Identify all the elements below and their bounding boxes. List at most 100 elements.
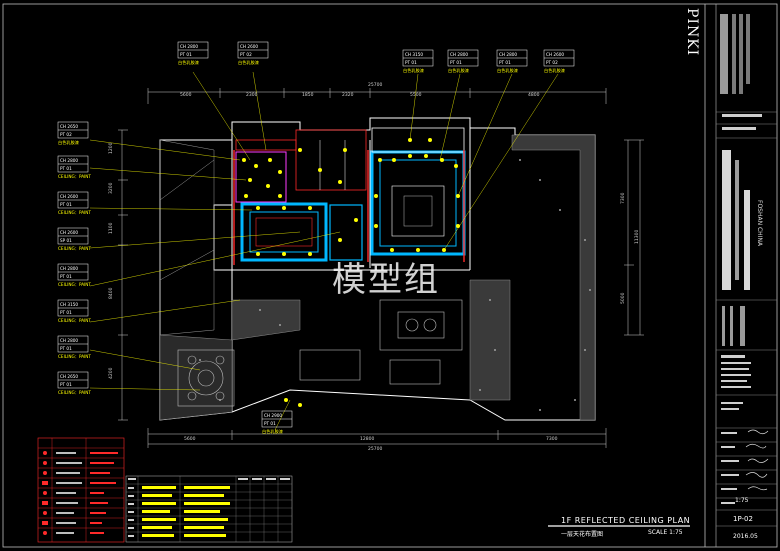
ceiling-tag: CH 2650 PT 02 白色乳胶漆 xyxy=(57,121,89,146)
drawing-subtitle: 一层天花布置图 xyxy=(561,531,604,538)
tag-label: 白色乳胶漆 xyxy=(403,67,424,74)
signature-marks xyxy=(745,429,769,491)
titleblock-rows xyxy=(716,111,777,527)
dim-left: 1100 xyxy=(108,222,114,234)
ceiling-tag: CH 3150 PT 01 白色乳胶漆 xyxy=(402,49,434,74)
tag-paint: PT 01 xyxy=(60,166,72,171)
tag-paint: PT 01 xyxy=(180,52,192,57)
tag-paint: PT 01 xyxy=(264,421,276,426)
tag-height: CH 2650 xyxy=(60,374,78,379)
tag-label: 白色乳胶漆 xyxy=(178,59,199,66)
watermark: 模型组 xyxy=(332,260,440,300)
ceiling-tag: CH 2800 PT 01 CEILING：PAINT xyxy=(57,335,91,359)
stipple-texture xyxy=(199,159,591,411)
tag-height: CH 2800 xyxy=(499,52,517,57)
project-location: FOSHAN CHINA xyxy=(756,200,763,247)
ceiling-tag: CH 2650 PT 01 CEILING：PAINT xyxy=(57,371,91,395)
tag-height: CH 2800 xyxy=(60,158,78,163)
ceiling-tag: CH 2600 PT 02 白色乳胶漆 xyxy=(237,41,269,66)
symbol-legend xyxy=(37,437,125,543)
dimension-texts: 25700 5600 2300 1850 2320 5500 4800 5600… xyxy=(108,82,640,452)
tag-paint: PT 01 xyxy=(60,382,72,387)
tag-paint: PT 02 xyxy=(60,132,72,137)
sheet-date: 2016.05 xyxy=(733,533,758,540)
tag-label: 白色乳胶漆 xyxy=(238,59,259,66)
dim-top: 2300 xyxy=(246,92,258,98)
left-terrace xyxy=(159,139,215,336)
dim-bottom-total: 25700 xyxy=(368,446,382,452)
tag-label: CEILING：PAINT xyxy=(58,354,91,359)
titleblock-text xyxy=(720,14,762,504)
dim-top: 5600 xyxy=(180,92,192,98)
dim-left: 4200 xyxy=(108,367,114,379)
drawing-title: 1F REFLECTED CEILING PLAN xyxy=(561,516,691,525)
dim-right-total: 11300 xyxy=(634,230,640,244)
tag-height: CH 2650 xyxy=(60,124,78,129)
ceiling-tag: CH 3150 PT 01 CEILING：PAINT xyxy=(57,299,91,323)
dim-left: 8400 xyxy=(108,287,114,299)
dim-top: 4800 xyxy=(528,92,540,98)
ceiling-tags: CH 2800 PT 01 白色乳胶漆 CH 2600 PT 02 白色乳胶漆 … xyxy=(57,41,575,435)
tag-height: CH 2800 xyxy=(60,266,78,271)
light-fixtures xyxy=(242,138,460,407)
ceiling-tag: CH 2800 PT 01 白色乳胶漆 xyxy=(447,49,479,74)
dim-bottom: 5600 xyxy=(184,436,196,442)
dim-top: 2320 xyxy=(342,92,354,98)
dim-right: 5000 xyxy=(620,292,626,304)
lounge-set xyxy=(299,299,463,385)
ceiling-tag: CH 2800 PT 01 白色乳胶漆 xyxy=(177,41,209,66)
tag-paint: PT 01 xyxy=(499,60,511,65)
tag-leaders xyxy=(89,71,559,431)
ceiling-tag: CH 2800 PT 01 白色乳胶漆 xyxy=(496,49,528,74)
dimension-lines xyxy=(118,88,644,448)
dim-bottom: 12800 xyxy=(360,436,374,442)
sheet-number: 1P-02 xyxy=(733,515,753,523)
tag-label: CEILING：PAINT xyxy=(58,390,91,395)
dim-right: 7300 xyxy=(620,192,626,204)
dim-left: 1200 xyxy=(108,142,114,154)
tag-height: CH 2600 xyxy=(240,44,258,49)
tag-paint: PT 02 xyxy=(240,52,252,57)
dim-top: 5500 xyxy=(410,92,422,98)
tag-height: CH 2600 xyxy=(546,52,564,57)
tag-label: 白色乳胶漆 xyxy=(58,139,79,146)
ceiling-tag: CH 2800 PT 01 CEILING：PAINT xyxy=(57,155,91,179)
tag-height: CH 3150 xyxy=(405,52,423,57)
tag-paint: PT 01 xyxy=(60,274,72,279)
brand-name: PINKI xyxy=(684,8,700,57)
tag-label: CEILING：PAINT xyxy=(58,318,91,323)
tag-paint: PT 01 xyxy=(60,346,72,351)
tag-label: 白色乳胶漆 xyxy=(497,67,518,74)
tag-label: CEILING：PAINT xyxy=(58,246,91,251)
ceiling-tag: CH 2800 PT 01 CEILING：PAINT xyxy=(57,263,91,287)
ceiling-room-right xyxy=(370,150,466,256)
red-partitions xyxy=(233,150,465,265)
dim-top-total: 25700 xyxy=(368,82,382,88)
tag-paint: PT 02 xyxy=(546,60,558,65)
dim-bottom: 7300 xyxy=(546,436,558,442)
ceiling-tag: CH 2900 PT 01 白色乳胶漆 xyxy=(261,410,293,435)
tag-height: CH 2800 xyxy=(450,52,468,57)
tag-label: 白色乳胶漆 xyxy=(448,67,469,74)
ceiling-tag: CH 2600 SP 01 CEILING：PAINT xyxy=(57,227,91,251)
ceiling-tag: CH 2600 PT 01 CEILING：PAINT xyxy=(57,191,91,215)
dim-top: 1850 xyxy=(302,92,314,98)
tag-height: CH 2600 xyxy=(60,230,78,235)
tag-paint: PT 01 xyxy=(405,60,417,65)
tag-height: CH 2800 xyxy=(180,44,198,49)
tag-height: CH 2600 xyxy=(60,194,78,199)
ceiling-tag: CH 2600 PT 02 白色乳胶漆 xyxy=(543,49,575,74)
tag-paint: PT 01 xyxy=(60,202,72,207)
tag-label: CEILING：PAINT xyxy=(58,282,91,287)
sheet-border xyxy=(2,3,778,548)
tag-label: CEILING：PAINT xyxy=(58,174,91,179)
brand-logo: PINKI xyxy=(684,8,702,98)
tag-height: CH 2900 xyxy=(264,413,282,418)
material-schedule xyxy=(125,475,293,543)
tag-paint: PT 01 xyxy=(60,310,72,315)
drawing-scale: SCALE 1:75 xyxy=(648,529,683,536)
tag-height: CH 3150 xyxy=(60,302,78,307)
dim-left: 3200 xyxy=(108,182,114,194)
tag-label: 白色乳胶漆 xyxy=(544,67,565,74)
